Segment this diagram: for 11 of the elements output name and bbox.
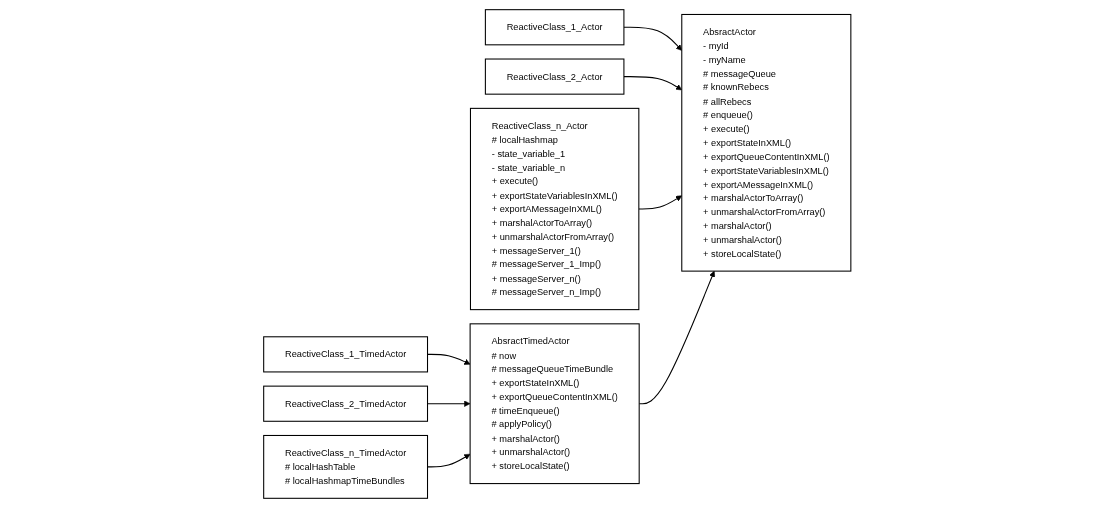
arrow xyxy=(427,400,471,407)
node-box: ReactiveClass_n_TimedActor # localHashTable # localHashmapTimeBundles xyxy=(263,434,429,499)
node-box: AbsractTimedActor # now # messageQueueTimeBundle + exportStateInXML() + exportQueueContentInXML() # timeEnqueue() # applyPolicy() + marshalActor() + unmarshalActor() + storeLocalState() xyxy=(469,323,640,485)
node-box: ReactiveClass_2_Actor xyxy=(485,58,625,95)
node-box: ReactiveClass_2_TimedActor xyxy=(263,385,429,422)
arrow xyxy=(427,453,471,468)
node-box: AbsractActor - myId - myName # messageQueue # knownRebecs # allRebecs # enqueue() + execute() + exportStateInXML() + exportQueueContentInXML() + exportStateVariablesInXML() + exportAMessageInXML() + marshalActorToArray() + unmarshalActorFromArray() + marshalActor() + unmarshalActor() + storeLocalState() xyxy=(681,13,852,272)
node-box: ReactiveClass_n_Actor # localHashmap - state_variable_1 - state_variable_n + execute() + exportStateVariablesInXML() + exportAMessageInXML() + marshalActorToArray() + unmarshalActorFromArray() + messageServer_1() # messageServer_1_Imp() + messageServer_n() # messageServer_n_Imp() xyxy=(470,107,640,311)
node-box: ReactiveClass_1_Actor xyxy=(485,9,625,46)
node-box: ReactiveClass_1_TimedActor xyxy=(263,336,429,373)
arrow xyxy=(427,353,471,365)
